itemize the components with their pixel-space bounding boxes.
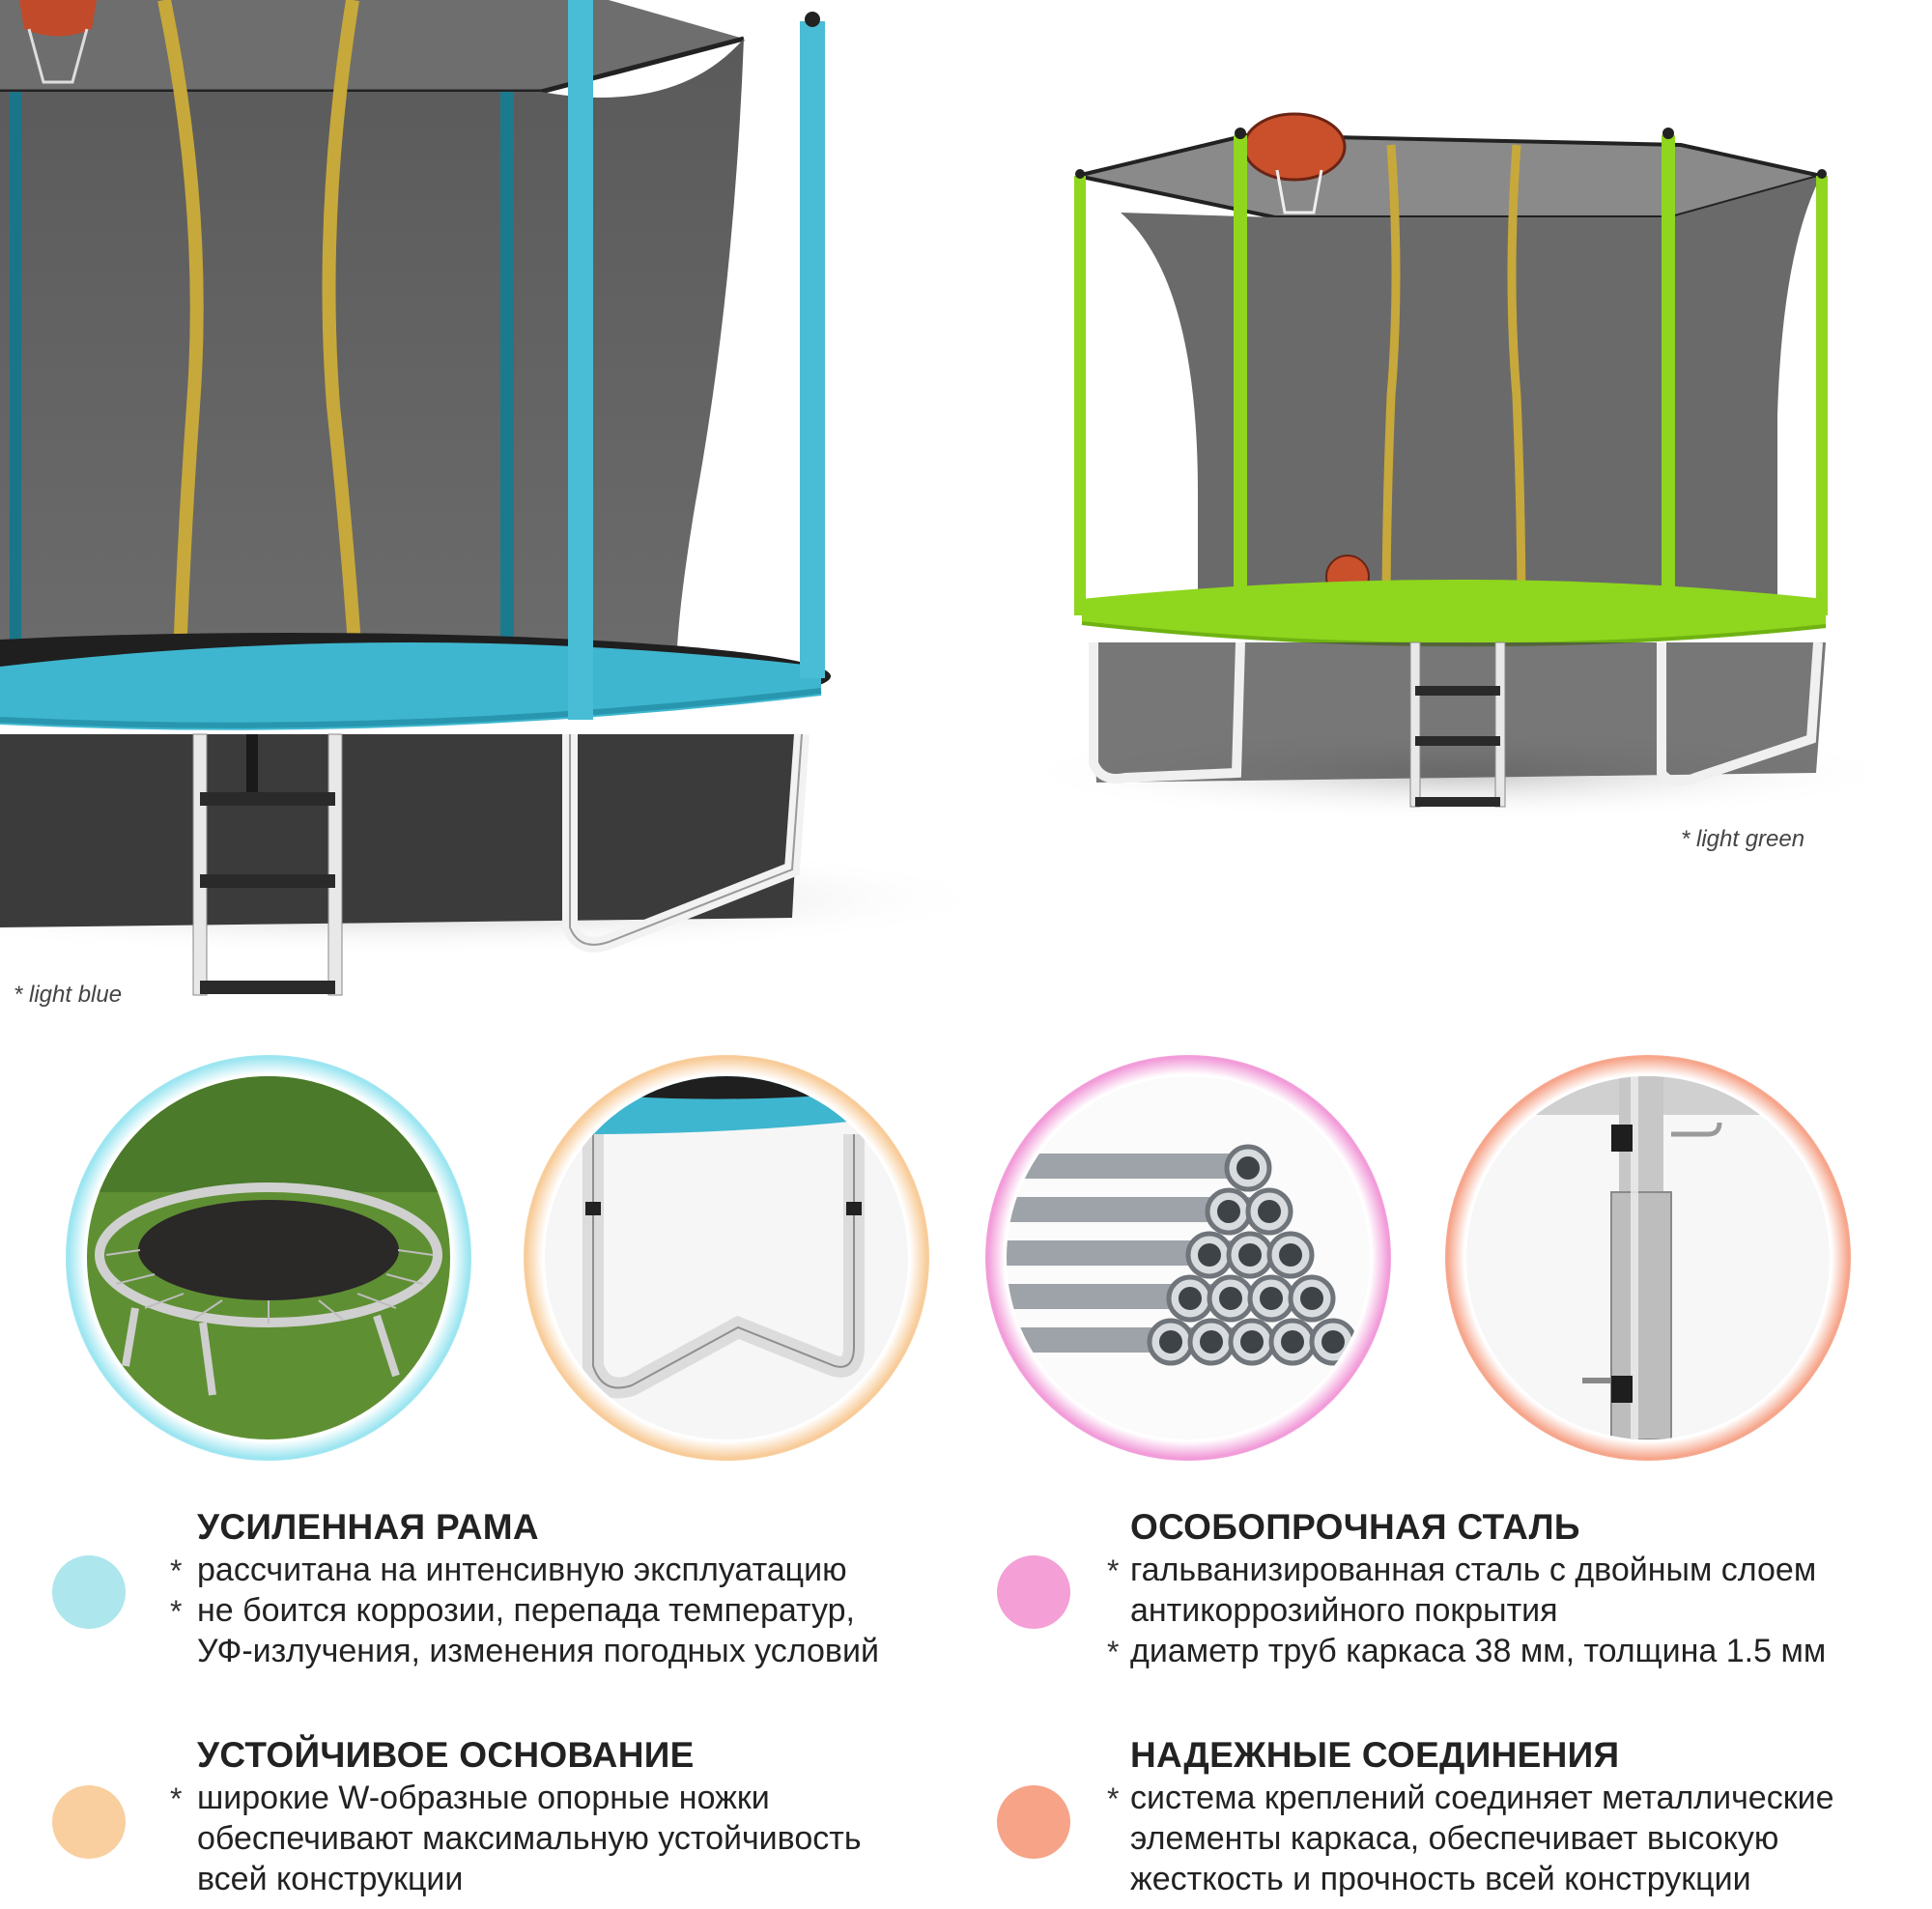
- frame-feature-title: УСИЛЕННАЯ РАМА: [197, 1507, 539, 1547]
- base-feature-title: УСТОЙЧИВОЕ ОСНОВАНИЕ: [197, 1735, 695, 1775]
- joints-bullet-star: *: [1107, 1781, 1120, 1816]
- base-feature-line: широкие W-образные опорные ножки: [197, 1780, 770, 1816]
- mat-springs-photo: [87, 1076, 450, 1439]
- caption-light-green: * light green: [1681, 826, 1805, 852]
- steel-feature-line: антикоррозийного покрытия: [1130, 1592, 1558, 1629]
- frame-bullet-star: *: [170, 1553, 183, 1588]
- joints-feature-line: элементы каркаса, обеспечивает высокую: [1130, 1820, 1779, 1857]
- steel-feature-line: диаметр труб каркаса 38 мм, толщина 1.5 …: [1130, 1633, 1827, 1669]
- connectors-photo: [1466, 1076, 1830, 1439]
- frame-feature-dot: [52, 1555, 126, 1629]
- steel-feature-line: гальванизированная сталь с двойным слоем: [1130, 1552, 1817, 1588]
- base-feature-line: обеспечивают максимальную устойчивость: [197, 1820, 862, 1857]
- frame-feature-line: УФ-излучения, изменения погодных условий: [197, 1633, 879, 1669]
- trampoline-green-image: [1005, 106, 1903, 831]
- steel-feature-dot: [997, 1555, 1070, 1629]
- steel-feature-title: ОСОБОПРОЧНАЯ СТАЛЬ: [1130, 1507, 1580, 1547]
- trampoline-blue-image: [0, 0, 1005, 1014]
- base-feature-dot: [52, 1785, 126, 1859]
- joints-feature-line: жесткость и прочность всей конструкции: [1130, 1861, 1751, 1897]
- joints-feature-line: система креплений соединяет металлически…: [1130, 1780, 1834, 1816]
- frame-bullet-star: *: [170, 1594, 183, 1629]
- frame-feature-line: рассчитана на интенсивную эксплуатацию: [197, 1552, 847, 1588]
- base-feature-line: всей конструкции: [197, 1861, 464, 1897]
- w-legs-photo: [545, 1076, 908, 1439]
- steel-bullet-star: *: [1107, 1553, 1120, 1588]
- joints-feature-title: НАДЕЖНЫЕ СОЕДИНЕНИЯ: [1130, 1735, 1620, 1775]
- steel-bullet-star: *: [1107, 1635, 1120, 1669]
- frame-feature-line: не боится коррозии, перепада температур,: [197, 1592, 855, 1629]
- joints-feature-dot: [997, 1785, 1070, 1859]
- base-bullet-star: *: [170, 1781, 183, 1816]
- steel-tubes-photo: [1007, 1076, 1370, 1439]
- caption-light-blue: * light blue: [14, 982, 123, 1008]
